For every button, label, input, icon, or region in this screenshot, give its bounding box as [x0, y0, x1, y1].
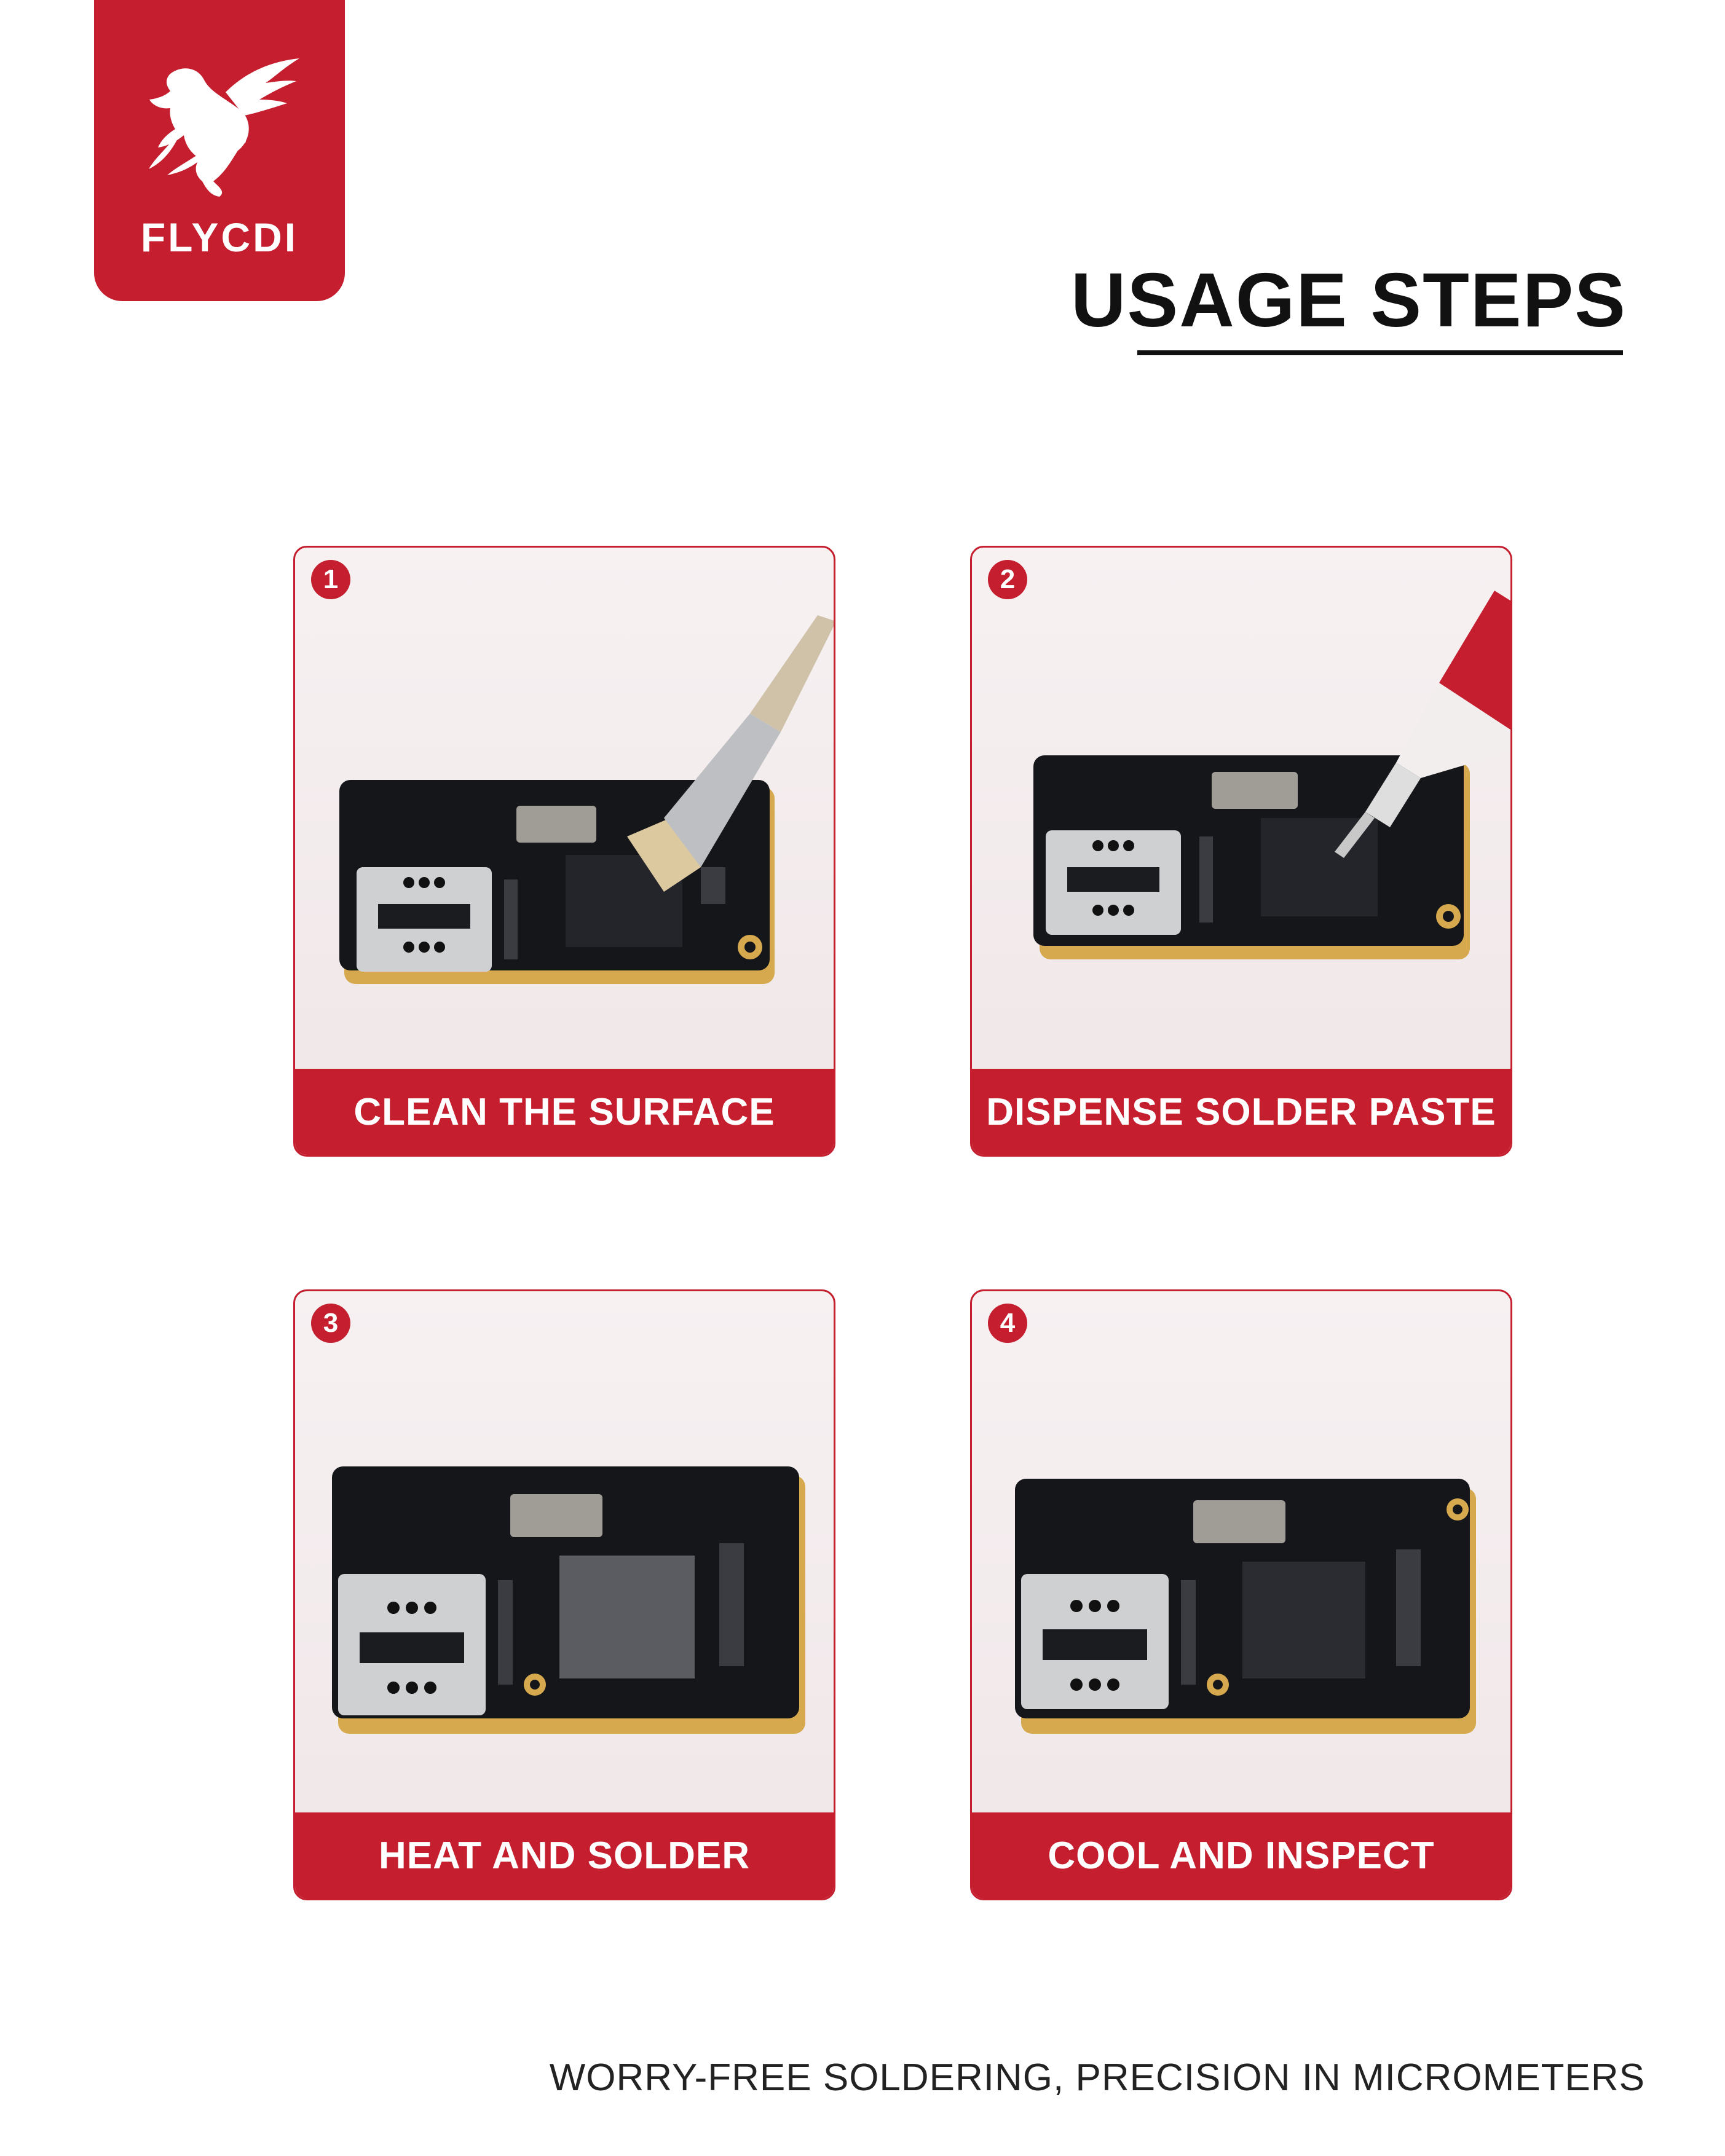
step-card-2: 2 DISPENSE SOLDER PASTE [970, 546, 1512, 1157]
title-underline [1137, 350, 1623, 355]
circuit-board-image [332, 1466, 805, 1734]
step-photo-1 [339, 615, 834, 984]
page-title: USAGE STEPS [1071, 258, 1627, 343]
step-label-1: CLEAN THE SURFACE [295, 1069, 834, 1155]
step-number-3: 3 [311, 1304, 350, 1343]
step-card-3: 3 HEAT AND SOLDER [293, 1289, 835, 1900]
step-card-4: 4 COOL AND INSPECT [970, 1289, 1512, 1900]
footer-tagline: WORRY-FREE SOLDERING, PRECISION IN MICRO… [549, 2056, 1645, 2099]
syringe-icon [1335, 591, 1510, 858]
step-label-4: COOL AND INSPECT [972, 1812, 1510, 1898]
step-card-1: 1 CLEAN THE SURFACE [293, 546, 835, 1157]
brush-icon [627, 615, 834, 892]
step-number-4: 4 [988, 1304, 1027, 1343]
step-photo-3 [332, 1466, 805, 1734]
step-label-3: HEAT AND SOLDER [295, 1812, 834, 1898]
step-number-1: 1 [311, 560, 350, 599]
circuit-board-image [1033, 755, 1470, 959]
step-number-2: 2 [988, 560, 1027, 599]
step-photo-4 [1015, 1479, 1476, 1734]
brand-name: FLYCDI [140, 214, 299, 260]
step-photo-2 [1033, 591, 1510, 959]
step-label-2: DISPENSE SOLDER PASTE [972, 1069, 1510, 1155]
circuit-board-image [1015, 1479, 1476, 1734]
pegasus-icon [149, 58, 299, 197]
brand-logo: FLYCDI [94, 0, 345, 301]
